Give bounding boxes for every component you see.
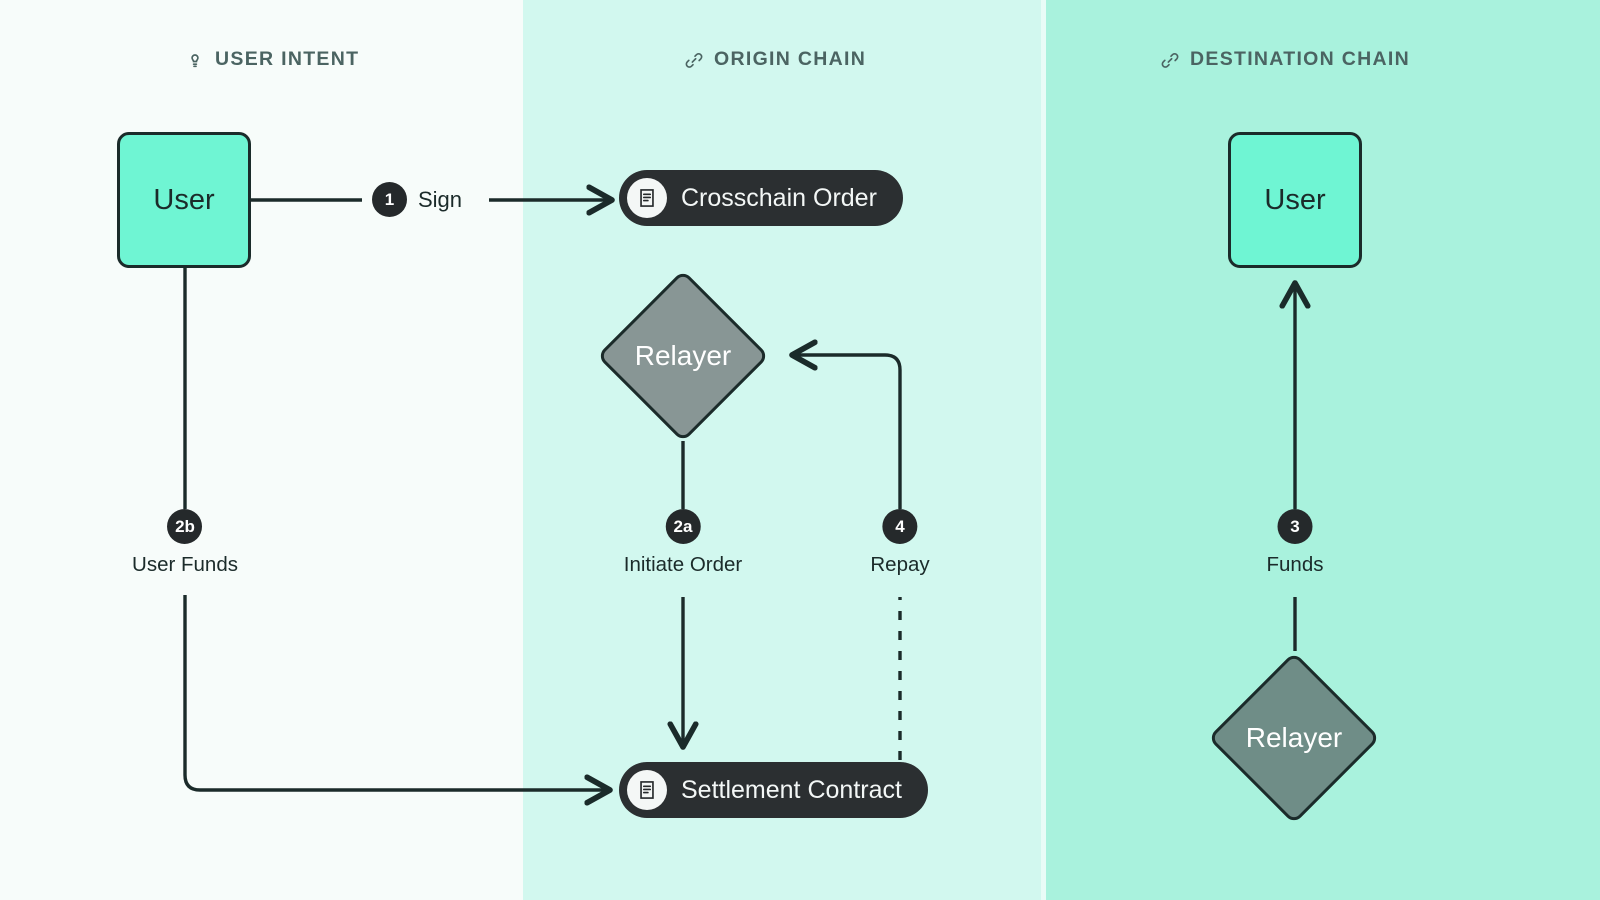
wire-repay-to-relayer bbox=[792, 355, 902, 509]
link-icon bbox=[1161, 52, 1179, 68]
node-label: Settlement Contract bbox=[681, 775, 902, 804]
step-number: 3 bbox=[1277, 509, 1313, 544]
panel-user-intent bbox=[0, 0, 523, 900]
step-label: Initiate Order bbox=[623, 553, 743, 576]
column-header-origin-chain: ORIGIN CHAIN bbox=[684, 48, 866, 71]
receipt-icon bbox=[627, 178, 667, 218]
step-number: 4 bbox=[882, 509, 918, 544]
step-label: User Funds bbox=[132, 553, 238, 576]
column-header-user-intent: USER INTENT bbox=[185, 48, 359, 71]
step-label: Sign bbox=[418, 186, 463, 212]
column-header-label: ORIGIN CHAIN bbox=[714, 48, 867, 70]
step-label: Funds bbox=[1266, 553, 1324, 576]
node-label: Relayer bbox=[634, 340, 732, 371]
step-badge-3: 3 Funds bbox=[1266, 509, 1324, 577]
lightbulb-icon bbox=[191, 53, 199, 67]
panel-divider bbox=[1041, 0, 1046, 900]
node-user-destination[interactable]: User bbox=[1228, 132, 1362, 268]
step-badge-2a: 2a Initiate Order bbox=[623, 509, 743, 577]
node-label: Relayer bbox=[1245, 722, 1343, 753]
step-badge-4: 4 Repay bbox=[870, 509, 930, 577]
step-badge-2b: 2b User Funds bbox=[132, 509, 238, 577]
node-relayer-origin[interactable]: Relayer bbox=[596, 269, 770, 443]
node-label: User bbox=[1264, 183, 1326, 216]
panel-origin-chain bbox=[523, 0, 1041, 900]
node-label: Crosschain Order bbox=[681, 183, 877, 212]
step-number: 2a bbox=[665, 509, 701, 544]
link-icon bbox=[685, 52, 703, 68]
receipt-icon bbox=[627, 770, 667, 810]
node-relayer-destination[interactable]: Relayer bbox=[1207, 651, 1381, 825]
step-number: 2b bbox=[167, 509, 203, 544]
node-settlement-contract[interactable]: Settlement Contract bbox=[619, 762, 928, 818]
column-header-label: USER INTENT bbox=[215, 48, 360, 70]
node-label: User bbox=[153, 183, 215, 216]
node-crosschain-order[interactable]: Crosschain Order bbox=[619, 170, 903, 226]
column-header-destination-chain: DESTINATION CHAIN bbox=[1160, 48, 1410, 71]
step-label: Repay bbox=[870, 553, 930, 576]
step-number: 1 bbox=[372, 182, 407, 217]
step-badge-1: 1 Sign bbox=[372, 182, 462, 217]
column-header-label: DESTINATION CHAIN bbox=[1190, 48, 1410, 70]
wire-userfunds-to-settlement bbox=[183, 595, 610, 790]
node-user-origin[interactable]: User bbox=[117, 132, 251, 268]
